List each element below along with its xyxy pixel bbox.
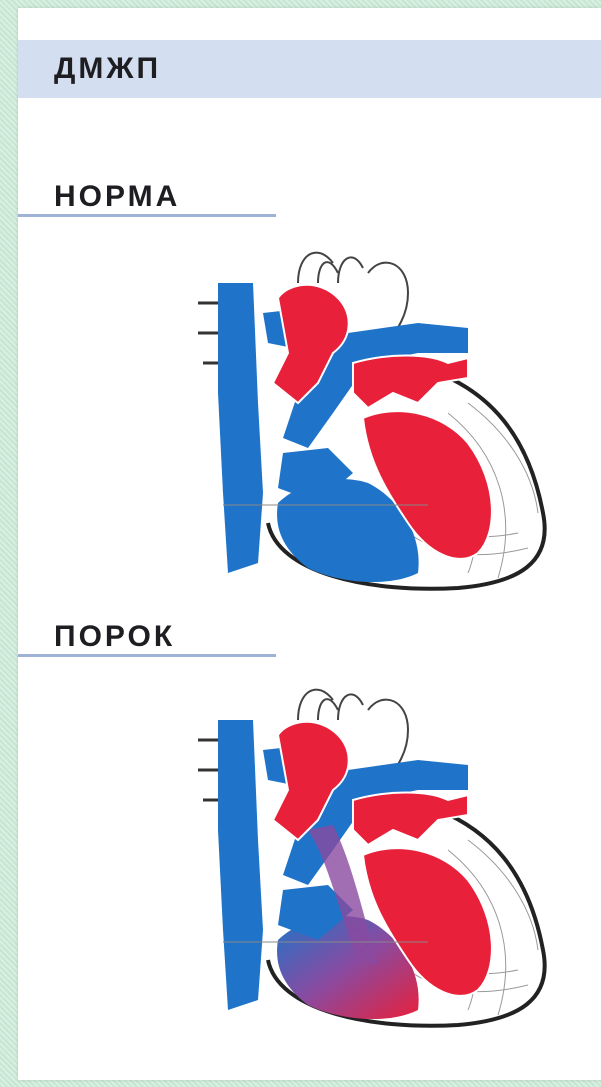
section-rule-normal	[18, 214, 276, 217]
section-label-defect: ПОРОК	[54, 620, 175, 654]
slide-panel: ДМЖП НОРМА	[18, 8, 601, 1080]
section-label-normal: НОРМА	[54, 180, 180, 214]
heart-diagram-defect	[168, 680, 558, 1035]
section-rule-defect	[18, 654, 276, 657]
heart-diagram-normal	[168, 243, 558, 598]
page-title: ДМЖП	[54, 52, 161, 86]
